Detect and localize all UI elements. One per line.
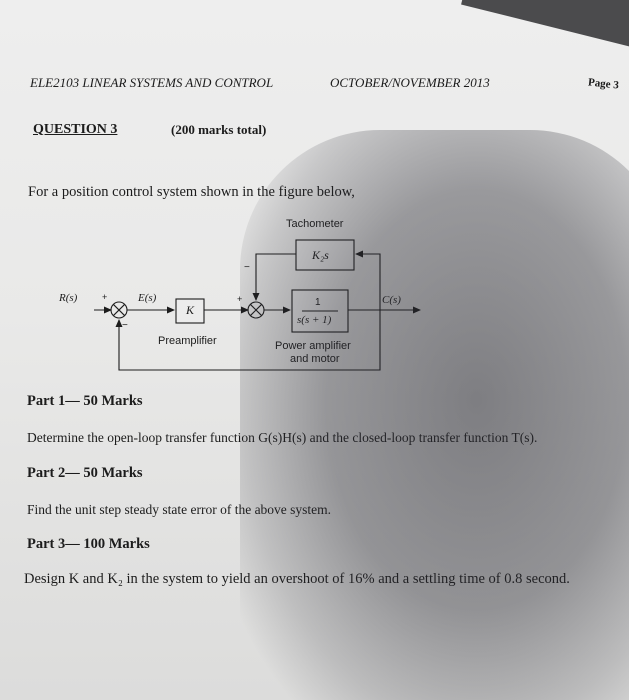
plant-denominator: s(s + 1) — [297, 314, 332, 326]
junction1-plus: + — [102, 292, 108, 302]
question-title: QUESTION 3 — [33, 122, 118, 137]
preamplifier-label: Preamplifier — [158, 335, 217, 347]
course-title: ELE2103 LINEAR SYSTEMS AND CONTROL — [30, 75, 274, 90]
exam-session: OCTOBER/NOVEMBER 2013 — [330, 75, 490, 90]
motor-label: and motor — [290, 353, 340, 365]
junction2-plus: + — [237, 294, 243, 304]
question-marks: (200 marks total) — [171, 122, 267, 137]
question-intro: For a position control system shown in t… — [28, 184, 355, 200]
page-corner-background — [461, 0, 629, 53]
power-amp-label: Power amplifier — [275, 340, 351, 352]
block-diagram: Tachometer K₂s R(s) + E(s) C(s) − + − K … — [50, 212, 440, 382]
tachometer-label: Tachometer — [286, 218, 344, 230]
summing-junction-2 — [247, 301, 265, 319]
gain-block — [175, 298, 205, 324]
input-label: R(s) — [59, 292, 78, 304]
part-1-text: Determine the open-loop transfer functio… — [27, 430, 538, 445]
tach-block-label: K₂s — [312, 248, 329, 262]
output-label: C(s) — [382, 294, 401, 306]
part-2-heading: Part 2— 50 Marks — [27, 465, 143, 481]
junction1-minus: − — [122, 320, 128, 331]
part-2-text: Find the unit step steady state error of… — [27, 502, 332, 517]
part-3-heading: Part 3— 100 Marks — [27, 536, 150, 552]
page-number: Page 3 — [587, 76, 620, 92]
gain-block-label: K — [186, 303, 195, 317]
summing-junction-1 — [110, 301, 128, 319]
error-label: E(s) — [138, 292, 157, 304]
part-3-text: Design K and K₂ in the system to yield a… — [24, 571, 570, 587]
tach-feedback-in — [355, 250, 381, 310]
part-1-heading: Part 1— 50 Marks — [27, 393, 143, 409]
junction2-minus: − — [244, 262, 250, 273]
tach-feedback-out — [252, 253, 296, 301]
plant-numerator: 1 — [315, 297, 321, 308]
